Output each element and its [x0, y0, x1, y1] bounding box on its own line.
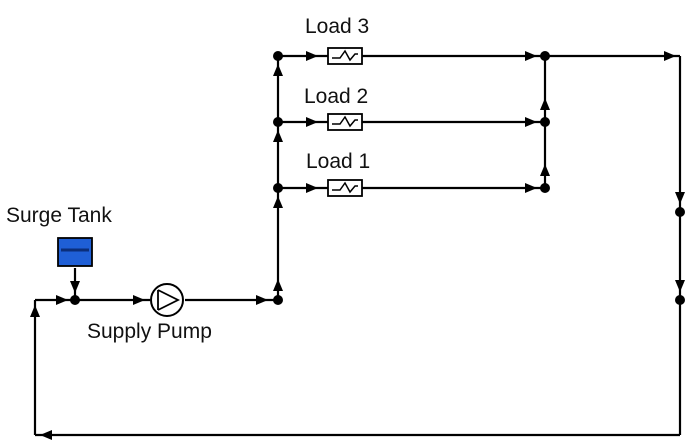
junctions	[70, 51, 685, 305]
supply-pump-label: Supply Pump	[87, 320, 212, 343]
load1-label: Load 1	[306, 150, 370, 173]
arrow-right-icon	[56, 295, 68, 305]
supply-line	[75, 56, 280, 302]
load3-heat-exchanger	[327, 47, 363, 65]
surge-tank-label: Surge Tank	[6, 204, 112, 227]
arrow-up-icon	[273, 64, 283, 76]
arrow-right-icon	[256, 295, 268, 305]
junction-node	[675, 295, 685, 305]
arrow-right-icon	[525, 51, 537, 61]
arrow-right-icon	[306, 117, 318, 127]
load2-heat-exchanger	[327, 113, 363, 131]
arrow-up-icon	[273, 130, 283, 142]
arrow-right-icon	[525, 117, 537, 127]
arrow-right-icon	[525, 183, 537, 193]
supply-pump-icon	[150, 283, 184, 317]
load3-label: Load 3	[305, 15, 369, 38]
arrow-right-icon	[306, 51, 318, 61]
flow-arrows	[30, 51, 685, 440]
junction-node	[540, 183, 550, 193]
junction-node	[675, 207, 685, 217]
tank-body	[57, 237, 93, 267]
arrow-up-icon	[30, 305, 40, 317]
junction-node	[273, 117, 283, 127]
arrow-up-icon	[273, 279, 283, 291]
arrow-right-icon	[664, 51, 676, 61]
arrow-right-icon	[133, 295, 145, 305]
load1-heat-exchanger	[327, 179, 363, 197]
junction-node	[273, 295, 283, 305]
arrow-right-icon	[306, 183, 318, 193]
arrow-up-icon	[540, 164, 550, 176]
junction-node	[540, 117, 550, 127]
load2-label: Load 2	[304, 85, 368, 108]
arrow-left-icon	[40, 430, 52, 440]
surge-tank-icon	[57, 237, 93, 300]
junction-node	[273, 183, 283, 193]
arrow-up-icon	[540, 98, 550, 110]
arrow-down-icon	[675, 280, 685, 292]
arrow-up-icon	[273, 196, 283, 208]
junction-node	[540, 51, 550, 61]
arrow-down-icon	[675, 192, 685, 204]
return-loop	[33, 56, 682, 437]
junction-node	[273, 51, 283, 61]
